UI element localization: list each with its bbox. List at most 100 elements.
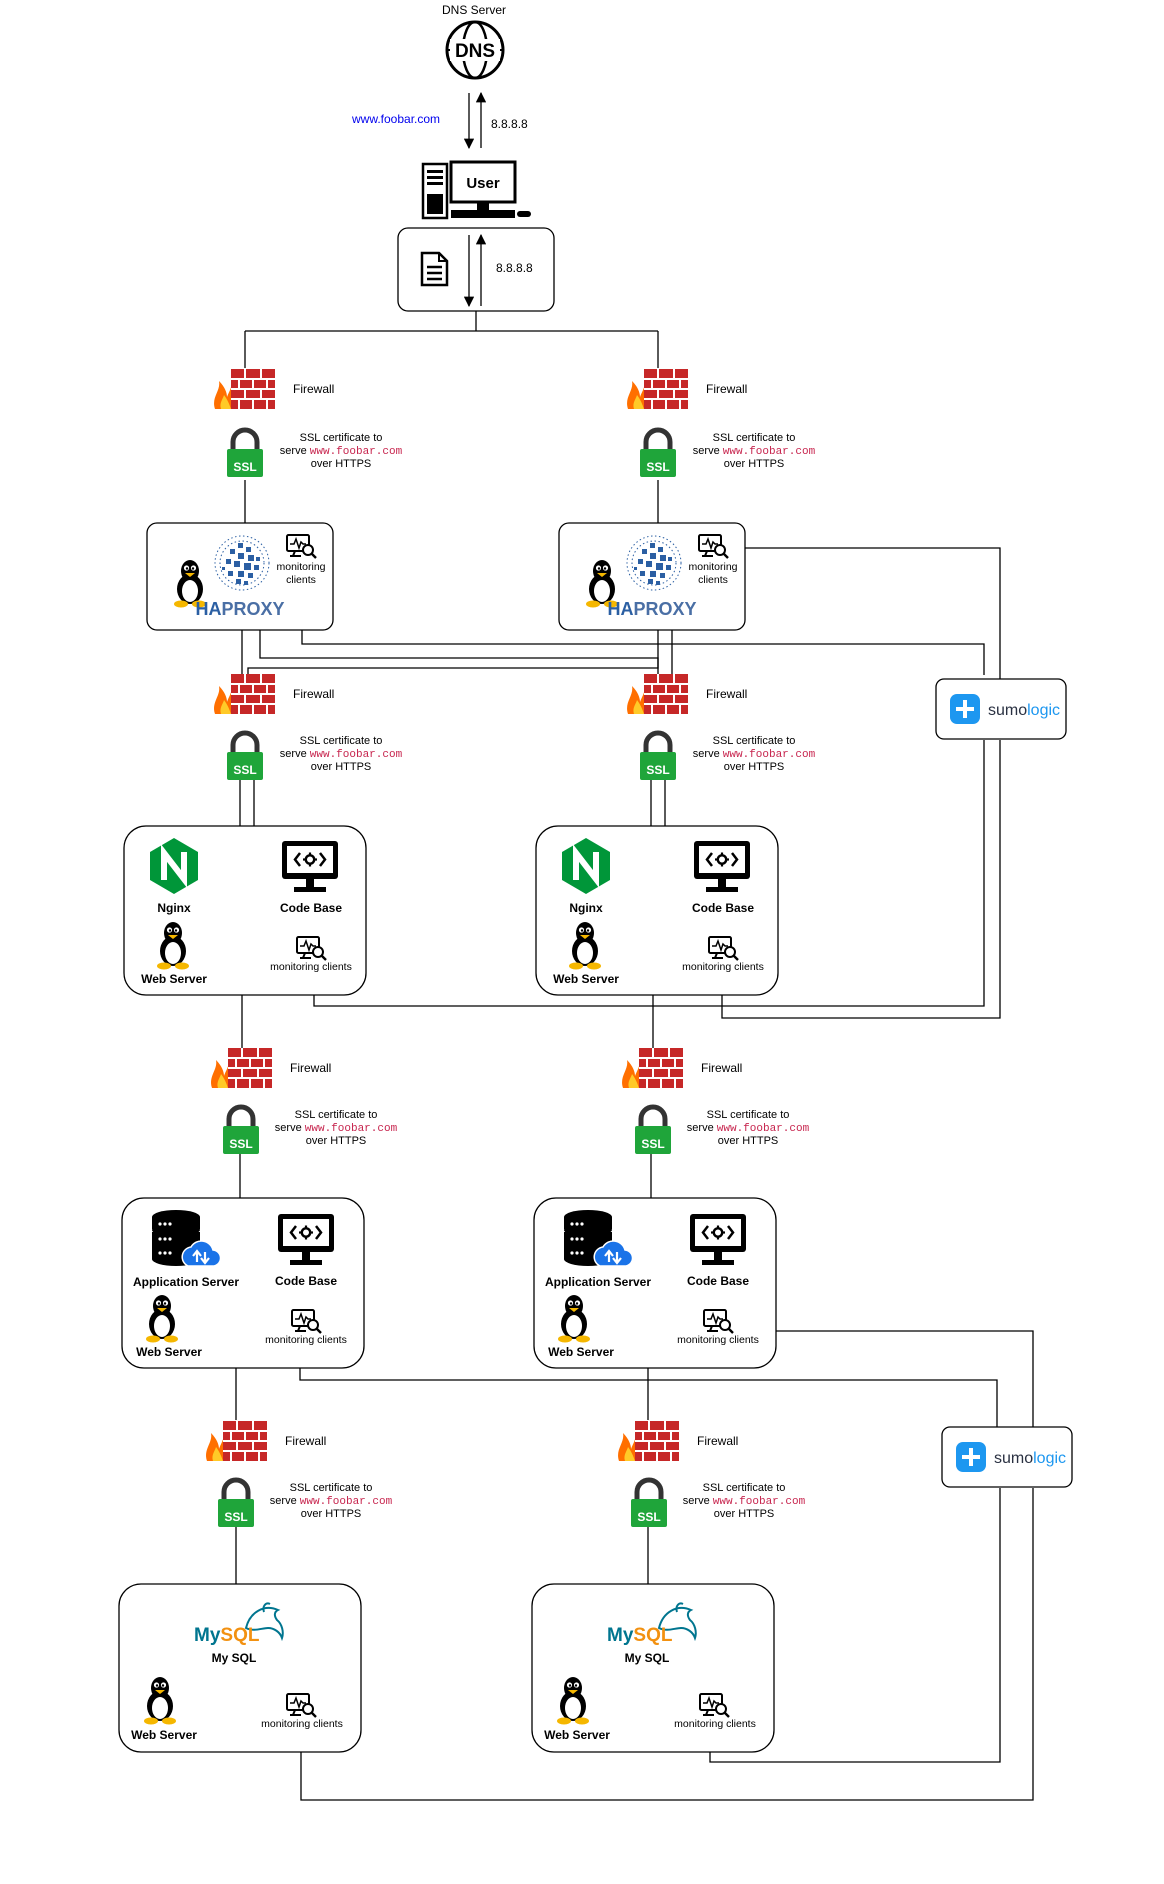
monitoring-label: monitoring clients: [674, 1718, 756, 1730]
user-label: User: [466, 175, 500, 192]
firewall-icon: [621, 1047, 684, 1089]
ssl-badge-text: SSL: [637, 1510, 660, 1524]
mysql-label: My SQL: [212, 1651, 257, 1665]
ssl-badge-text: SSL: [641, 1137, 664, 1151]
ssl-domain-code: www.foobar.com: [310, 446, 403, 458]
ssl-badge-text: SSL: [233, 460, 256, 474]
ssl-serve-word: serve: [687, 1122, 717, 1134]
firewall-icon: [213, 368, 276, 410]
ssl-domain-code: www.foobar.com: [310, 749, 403, 761]
domain-link[interactable]: www.foobar.com: [351, 112, 440, 126]
ssl-cert-line1: SSL certificate to: [300, 735, 383, 747]
mysql-logo-sql: SQL: [633, 1625, 672, 1646]
ssl-serve-word: serve: [275, 1122, 305, 1134]
ssl-badge-text: SSL: [646, 460, 669, 474]
ssl-serve-word: serve: [693, 445, 723, 457]
sumologic-logo-b: logic: [1027, 702, 1060, 719]
ssl-cert-line2: serve www.foobar.com: [275, 1122, 398, 1135]
firewall-icon: [213, 673, 276, 715]
haproxy-logo-text: HAPROXY: [607, 599, 696, 619]
firewall-label: Firewall: [290, 1061, 331, 1075]
sumologic-logo-a: sumo: [994, 1450, 1033, 1467]
ssl-cert-line1: SSL certificate to: [713, 432, 796, 444]
ssl-cert-line2: serve www.foobar.com: [280, 445, 403, 458]
monitoring-label: monitoring clients: [265, 1334, 347, 1346]
application-server-label: Application Server: [133, 1275, 239, 1289]
firewall-label: Firewall: [293, 382, 334, 396]
ssl-cert-line2: serve www.foobar.com: [693, 748, 816, 761]
ssl-cert-line2: serve www.foobar.com: [270, 1495, 393, 1508]
ssl-domain-code: www.foobar.com: [723, 446, 816, 458]
ssl-serve-word: serve: [693, 748, 723, 760]
ssl-serve-word: serve: [683, 1495, 713, 1507]
ssl-cert-line3: over HTTPS: [306, 1135, 367, 1147]
firewall-icon: [626, 368, 689, 410]
haproxy-groups: HAPROXYmonitoringclientsHAPROXYmonitorin…: [146, 522, 746, 631]
code-base-label: Code Base: [275, 1274, 337, 1288]
dns-logo-text: DNS: [455, 41, 495, 62]
mysql-logo-text: MySQL: [607, 1625, 673, 1646]
mysql-logo-my: My: [194, 1625, 221, 1646]
code-base-label: Code Base: [687, 1274, 749, 1288]
dns-server-label: DNS Server: [442, 3, 506, 17]
ssl-domain-code: www.foobar.com: [300, 1496, 393, 1508]
plus-glyph: [962, 1448, 980, 1466]
nginx-label: Nginx: [157, 901, 191, 915]
ssl-cert-line3: over HTTPS: [724, 761, 785, 773]
ssl-badge-text: SSL: [229, 1137, 252, 1151]
web-server-label: Web Server: [544, 1728, 610, 1742]
ssl-cert-line1: SSL certificate to: [300, 432, 383, 444]
sumologic-logo-text: sumologic: [994, 1450, 1066, 1467]
ssl-cert-line3: over HTTPS: [311, 458, 372, 470]
dns-icon: DNS: [445, 20, 505, 80]
ip-box-label: 8.8.8.8: [496, 261, 533, 275]
nginx-label: Nginx: [569, 901, 603, 915]
web-server-label: Web Server: [553, 972, 619, 986]
firewall-label: Firewall: [706, 382, 747, 396]
ssl-cert-line1: SSL certificate to: [713, 735, 796, 747]
request-box: [397, 227, 555, 312]
monitoring-label: monitoring clients: [270, 961, 352, 973]
web-server-label: Web Server: [131, 1728, 197, 1742]
ssl-cert-line2: serve www.foobar.com: [683, 1495, 806, 1508]
sumologic-box-1: sumologic: [935, 678, 1067, 740]
firewall-label: Firewall: [706, 687, 747, 701]
haproxy-logo-text: HAPROXY: [195, 599, 284, 619]
ssl-badge-text: SSL: [646, 763, 669, 777]
mysql-label: My SQL: [625, 1651, 670, 1665]
mysql-logo-my: My: [607, 1625, 634, 1646]
ssl-cert-line3: over HTTPS: [718, 1135, 779, 1147]
firewall-label: Firewall: [293, 687, 334, 701]
monitoring-label: monitoring clients: [677, 1334, 759, 1346]
monitoring-label-line2: clients: [286, 574, 316, 586]
firewall-label: Firewall: [285, 1434, 326, 1448]
monitoring-label-line2: clients: [698, 574, 728, 586]
monitoring-label: monitoring clients: [261, 1718, 343, 1730]
code-base-label: Code Base: [692, 901, 754, 915]
ssl-domain-code: www.foobar.com: [305, 1123, 398, 1135]
ssl-cert-line3: over HTTPS: [311, 761, 372, 773]
ssl-badge-text: SSL: [233, 763, 256, 777]
web-server-label: Web Server: [548, 1345, 614, 1359]
ssl-badge-text: SSL: [224, 1510, 247, 1524]
firewall-icon: [626, 673, 689, 715]
sumologic-logo-b: logic: [1033, 1450, 1066, 1467]
monitoring-label: monitoring clients: [682, 961, 764, 973]
ssl-cert-line1: SSL certificate to: [295, 1109, 378, 1121]
sumologic-logo-text: sumologic: [988, 702, 1060, 719]
haproxy-logo-proxy: PROXY: [633, 599, 696, 619]
haproxy-logo-ha: HA: [195, 599, 221, 619]
